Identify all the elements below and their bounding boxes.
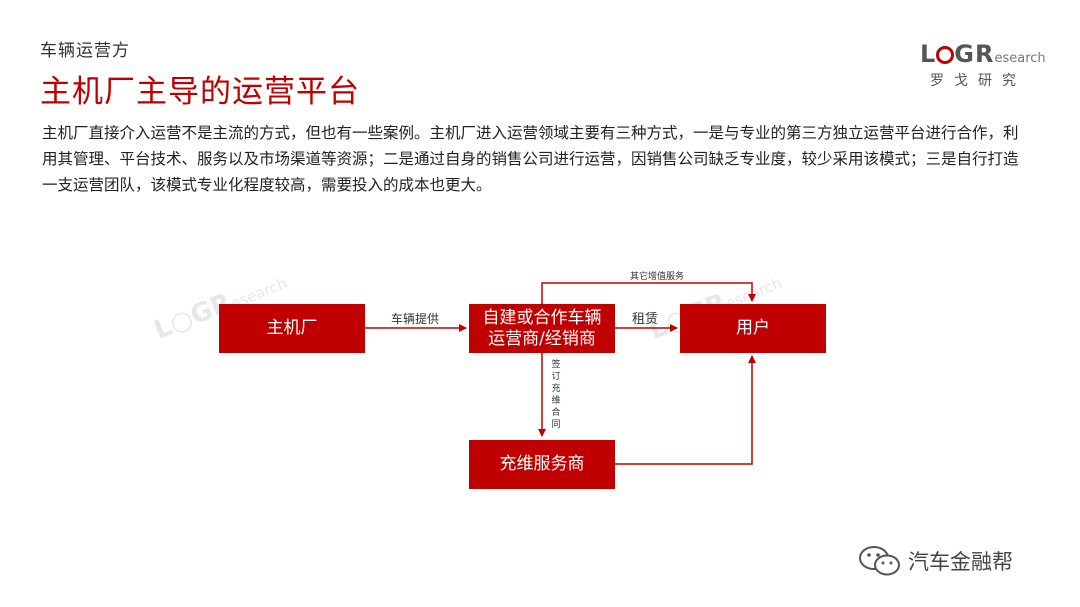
footer-account: 汽车金融帮 bbox=[858, 545, 1013, 577]
arrow-operator-to-user-services bbox=[541, 282, 756, 304]
node-service-provider: 充维服务商 bbox=[469, 440, 615, 489]
page-title: 主机厂主导的运营平台 bbox=[40, 74, 360, 110]
edge-label-rent: 租赁 bbox=[632, 312, 659, 327]
node-operator: 自建或合作车辆运营商/经销商 bbox=[469, 304, 615, 353]
edge-label-vehicle-supply: 车辆提供 bbox=[391, 312, 440, 326]
logo-subtitle: 罗戈研究 bbox=[930, 73, 1026, 89]
arrow-service-to-user bbox=[614, 355, 756, 465]
edge-label-sign-contract: 签订充维合同 bbox=[551, 360, 561, 430]
section-label: 车辆运营方 bbox=[40, 41, 130, 61]
edge-label-other-services: 其它增值服务 bbox=[630, 272, 685, 282]
footer-account-name: 汽车金融帮 bbox=[908, 550, 1013, 574]
wechat-icon bbox=[859, 546, 900, 576]
logo-target-icon bbox=[936, 46, 955, 64]
node-user: 用户 bbox=[680, 304, 826, 353]
node-oem: 主机厂 bbox=[219, 304, 365, 353]
body-paragraph: 主机厂直接介入运营不是主流的方式，但也有一些案例。主机厂进入运营领域主要有三种方… bbox=[42, 124, 1019, 194]
